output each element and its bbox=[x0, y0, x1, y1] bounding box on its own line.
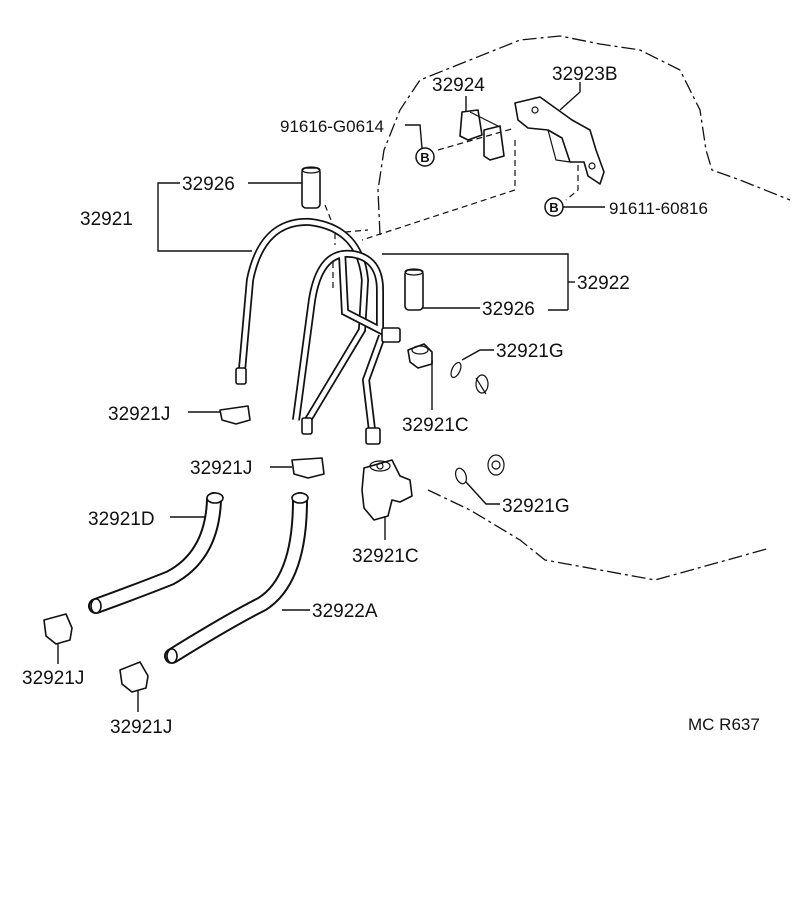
label-32921j-2: 32921J bbox=[190, 458, 252, 479]
label-91616-g0614: 91616-G0614 bbox=[280, 117, 384, 136]
gasket-32921g-bottom bbox=[454, 454, 505, 485]
assembly-dashes bbox=[324, 127, 579, 290]
bolt-b-text: B bbox=[420, 150, 429, 165]
clamp-32921j-3 bbox=[43, 613, 73, 645]
hose-32922a bbox=[164, 492, 309, 664]
bolt-marker-2: B bbox=[544, 197, 564, 217]
bolt-b-text: B bbox=[549, 200, 558, 215]
label-32926-top: 32926 bbox=[182, 174, 235, 195]
gasket-32921g-top bbox=[450, 361, 489, 395]
clamp-32921j-1 bbox=[219, 405, 251, 425]
hose-32926-top bbox=[301, 166, 321, 209]
engine-outline bbox=[377, 35, 791, 581]
tube-32922 bbox=[292, 249, 401, 445]
clamp-32921j-4 bbox=[119, 661, 149, 693]
union-32921c-top bbox=[407, 343, 433, 369]
bracket-32923b bbox=[514, 96, 605, 185]
label-32921g-bottom: 32921G bbox=[502, 496, 570, 517]
hose-32921d bbox=[88, 492, 224, 614]
label-32921g-top: 32921G bbox=[496, 341, 564, 362]
label-32921: 32921 bbox=[80, 209, 133, 230]
tube-32921 bbox=[235, 217, 370, 435]
diagram-code: MC R637 bbox=[688, 715, 760, 734]
label-32922a: 32922A bbox=[312, 601, 378, 622]
leader-lines bbox=[57, 82, 605, 712]
label-32926-mid: 32926 bbox=[482, 299, 535, 320]
clamp-32921j-2 bbox=[291, 457, 325, 479]
label-32921c-bottom: 32921C bbox=[352, 546, 419, 567]
label-32921c-top: 32921C bbox=[402, 415, 469, 436]
label-32921j-3: 32921J bbox=[22, 668, 84, 689]
bolt-marker-1: B bbox=[415, 147, 435, 167]
label-32923b: 32923B bbox=[552, 64, 618, 85]
label-32922: 32922 bbox=[577, 273, 630, 294]
label-32921j-4: 32921J bbox=[110, 717, 172, 738]
part-labels: 32924 32923B 91616-G0614 91611-60816 329… bbox=[22, 64, 760, 738]
union-32921c-bottom bbox=[361, 459, 413, 521]
label-32924: 32924 bbox=[432, 75, 485, 96]
clamp-32924 bbox=[459, 109, 505, 161]
label-91611-60816: 91611-60816 bbox=[609, 199, 708, 218]
label-32921j-1: 32921J bbox=[108, 404, 170, 425]
label-32921d: 32921D bbox=[88, 509, 155, 530]
hose-32926-mid bbox=[404, 268, 424, 311]
